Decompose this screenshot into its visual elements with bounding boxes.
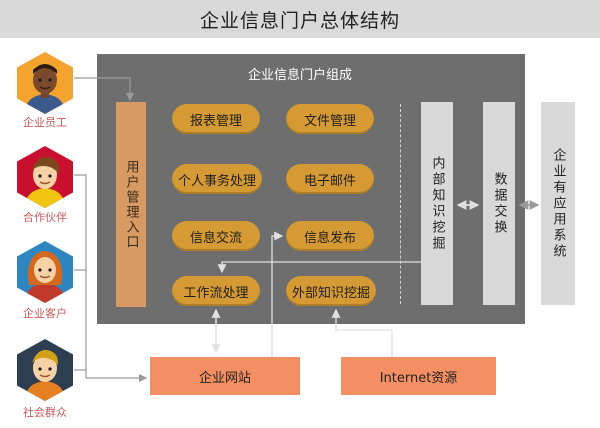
- user-label-employee: 企业员工: [23, 116, 67, 129]
- module-personal-affairs: 个人事务处理: [172, 164, 262, 194]
- page-title: 企业信息门户总体结构: [0, 0, 600, 38]
- module-external-knowledge: 外部知识挖掘: [286, 276, 376, 306]
- internet-resources: Internet资源: [341, 357, 496, 395]
- data-exchange: 数据交换: [483, 102, 515, 305]
- module-workflow: 工作流处理: [172, 276, 260, 306]
- employee-avatar-icon: [17, 52, 73, 114]
- user-management-entry: 用户管理入口: [116, 102, 146, 307]
- user-label-customer: 企业客户: [23, 307, 67, 320]
- portal-title: 企业信息门户组成: [247, 68, 352, 83]
- panel-divider: [400, 104, 401, 304]
- customer-avatar-icon: [17, 241, 73, 303]
- public-avatar-icon: [17, 339, 73, 401]
- module-report-management: 报表管理: [172, 104, 260, 134]
- external-app-systems: 企业有应用系统: [541, 102, 575, 305]
- internal-knowledge-mining: 内部知识挖掘: [421, 102, 453, 305]
- module-info-publish: 信息发布: [286, 221, 374, 251]
- module-info-exchange: 信息交流: [172, 221, 260, 251]
- user-label-partner: 合作伙伴: [23, 211, 67, 224]
- module-email: 电子邮件: [286, 164, 374, 194]
- enterprise-website: 企业网站: [150, 357, 300, 395]
- module-file-management: 文件管理: [286, 104, 374, 134]
- user-label-public: 社会群众: [23, 406, 67, 419]
- partner-avatar-icon: [17, 146, 73, 208]
